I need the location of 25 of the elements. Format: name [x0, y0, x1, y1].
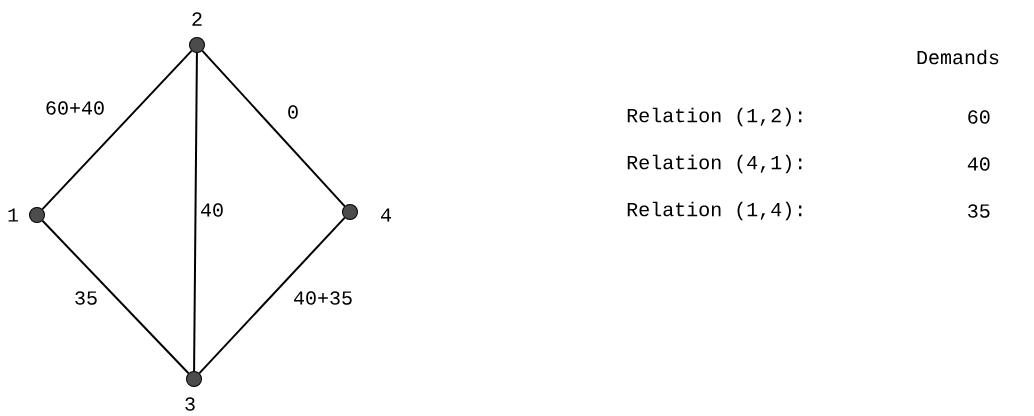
node-number: 4: [381, 208, 391, 222]
node-number: 3: [185, 397, 195, 411]
junction-dot: [342, 204, 391, 222]
demand-value: 60: [968, 110, 990, 124]
relation-label: Relation (1,4):: [627, 201, 802, 221]
edge-label: 60+40: [44, 100, 106, 116]
line: [41, 219, 190, 375]
demand-value: 40: [967, 157, 990, 171]
node-number: 1: [8, 208, 19, 222]
line: [41, 49, 193, 211]
edge-label: 0: [286, 104, 300, 120]
line: [198, 216, 346, 375]
junction-dot: [185, 371, 202, 411]
relation-label: Relation (4,1):: [627, 154, 802, 174]
node-number: 2: [192, 12, 202, 26]
line: [193, 52, 198, 372]
demand-value: 35: [968, 204, 990, 218]
junction-dot: [8, 207, 45, 223]
line: [201, 49, 346, 208]
edge-label: 40: [199, 202, 225, 218]
junction-dot: [189, 12, 205, 53]
relation-label: Relation (1,2):: [627, 107, 802, 127]
table-heading: Demands: [917, 49, 999, 65]
edge-label: 35: [73, 290, 99, 306]
edge-label: 40+35: [292, 290, 354, 306]
